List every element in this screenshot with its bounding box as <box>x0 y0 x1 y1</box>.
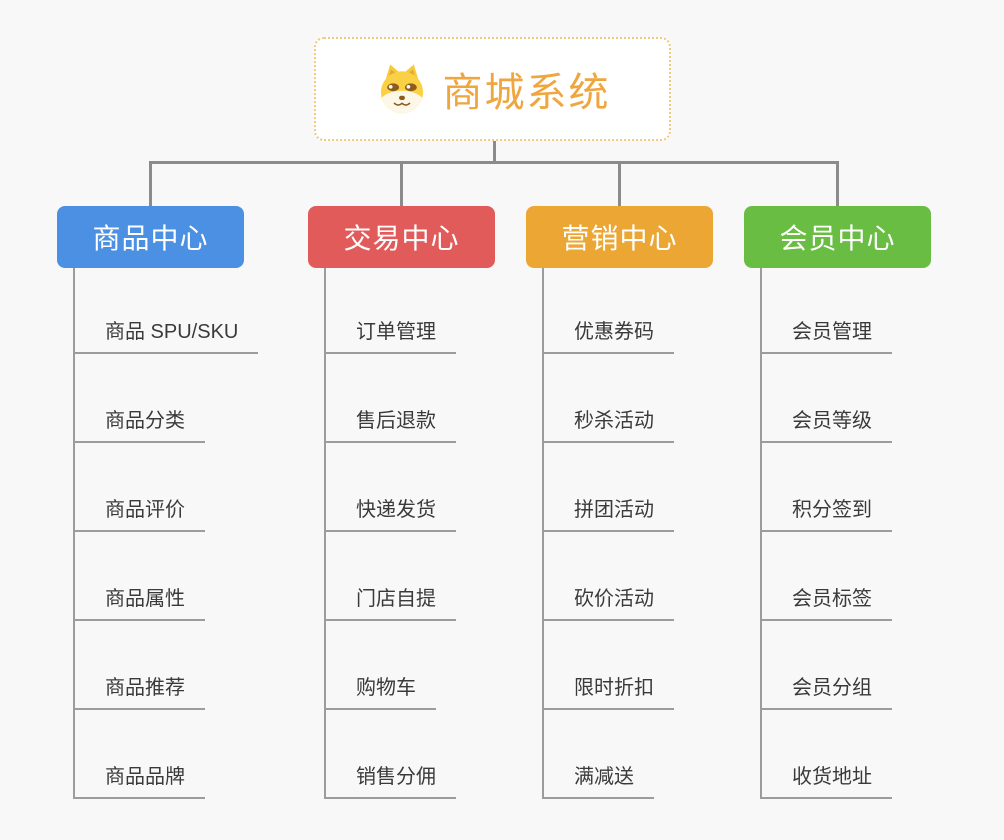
connector-drop-trade <box>400 161 403 206</box>
leaf-label[interactable]: 销售分佣 <box>326 760 456 799</box>
leaf-label[interactable]: 会员分组 <box>762 671 892 710</box>
leaf-label[interactable]: 商品属性 <box>75 582 205 621</box>
shiba-dog-face-icon <box>375 62 429 116</box>
leaf-label[interactable]: 秒杀活动 <box>544 404 674 443</box>
leaf-label[interactable]: 订单管理 <box>326 315 456 354</box>
leaf-label[interactable]: 会员管理 <box>762 315 892 354</box>
leaf-label[interactable]: 满减送 <box>544 760 654 799</box>
branch-column-marketing: 营销中心 优惠券码 秒杀活动 拼团活动 砍价活动 限时折扣 满减送 <box>526 206 713 799</box>
branch-children-trunk: 商品 SPU/SKU 商品分类 商品评价 商品属性 商品推荐 商品品牌 <box>73 268 259 799</box>
root-title: 商城系统 <box>442 71 611 115</box>
connector-bus <box>149 161 839 164</box>
leaf-label[interactable]: 商品推荐 <box>75 671 205 710</box>
branch-node-product[interactable]: 商品中心 <box>57 206 244 268</box>
branch-node-marketing[interactable]: 营销中心 <box>526 206 713 268</box>
branch-node-member[interactable]: 会员中心 <box>744 206 931 268</box>
leaf-label[interactable]: 限时折扣 <box>544 671 674 710</box>
connector-drop-product <box>149 161 152 206</box>
connector-drop-marketing <box>618 161 621 206</box>
branch-node-trade[interactable]: 交易中心 <box>308 206 495 268</box>
leaf-label[interactable]: 会员等级 <box>762 404 892 443</box>
branch-children-trunk: 订单管理 售后退款 快递发货 门店自提 购物车 销售分佣 <box>324 268 456 799</box>
branch-children-trunk: 会员管理 会员等级 积分签到 会员标签 会员分组 收货地址 <box>760 268 892 799</box>
leaf-label[interactable]: 快递发货 <box>326 493 456 532</box>
leaf-label[interactable]: 购物车 <box>326 671 436 710</box>
branch-column-member: 会员中心 会员管理 会员等级 积分签到 会员标签 会员分组 收货地址 <box>744 206 931 799</box>
branch-column-trade: 交易中心 订单管理 售后退款 快递发货 门店自提 购物车 销售分佣 <box>308 206 495 799</box>
leaf-label[interactable]: 商品评价 <box>75 493 205 532</box>
root-node[interactable]: 商城系统 <box>314 37 671 141</box>
leaf-label[interactable]: 商品分类 <box>75 404 205 443</box>
leaf-label[interactable]: 收货地址 <box>762 760 892 799</box>
connector-root-stub <box>493 141 496 163</box>
leaf-label[interactable]: 砍价活动 <box>544 582 674 621</box>
leaf-label[interactable]: 优惠券码 <box>544 315 674 354</box>
connector-drop-member <box>836 161 839 206</box>
leaf-label[interactable]: 积分签到 <box>762 493 892 532</box>
leaf-label[interactable]: 拼团活动 <box>544 493 674 532</box>
branch-children-trunk: 优惠券码 秒杀活动 拼团活动 砍价活动 限时折扣 满减送 <box>542 268 674 799</box>
leaf-label[interactable]: 售后退款 <box>326 404 456 443</box>
leaf-label[interactable]: 门店自提 <box>326 582 456 621</box>
leaf-label[interactable]: 商品品牌 <box>75 760 205 799</box>
leaf-label[interactable]: 会员标签 <box>762 582 892 621</box>
leaf-label[interactable]: 商品 SPU/SKU <box>75 315 259 354</box>
branch-column-product: 商品中心 商品 SPU/SKU 商品分类 商品评价 商品属性 商品推荐 商品品牌 <box>57 206 259 799</box>
